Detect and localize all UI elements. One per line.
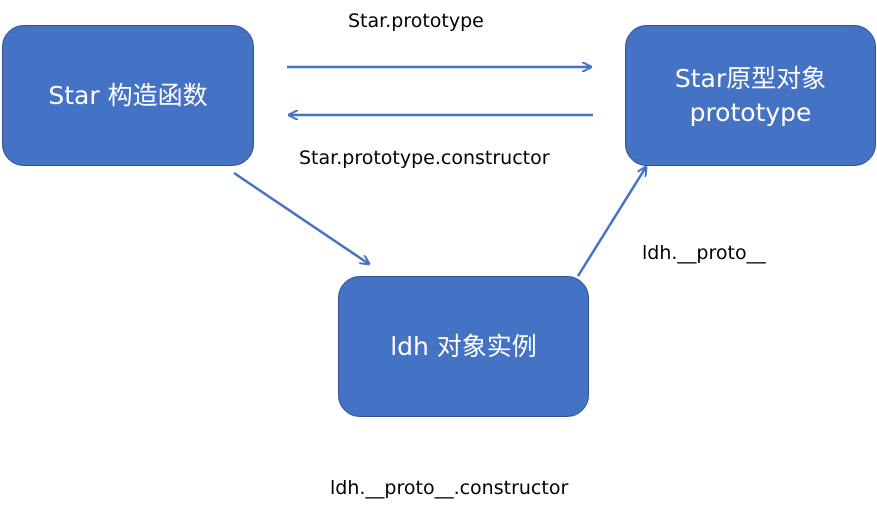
prototype-node-subtitle: prototype	[689, 97, 812, 127]
arrow-instance-to-prototype	[576, 167, 646, 277]
prototype-node-title: Star原型对象	[674, 63, 827, 93]
prototype-node: Star原型对象 prototype	[625, 25, 876, 166]
label-ldh-proto: ldh.__proto__	[642, 242, 766, 264]
arrow-constructor-to-instance	[233, 171, 369, 264]
label-prototype-constructor: Star.prototype.constructor	[299, 147, 550, 169]
instance-node-label: ldh 对象实例	[390, 331, 537, 361]
constructor-node-label: Star 构造函数	[48, 80, 208, 110]
label-star-prototype: Star.prototype	[348, 10, 484, 32]
constructor-node: Star 构造函数	[2, 25, 254, 166]
label-ldh-proto-constructor: ldh.__proto__.constructor	[330, 477, 569, 499]
instance-node: ldh 对象实例	[338, 276, 589, 417]
